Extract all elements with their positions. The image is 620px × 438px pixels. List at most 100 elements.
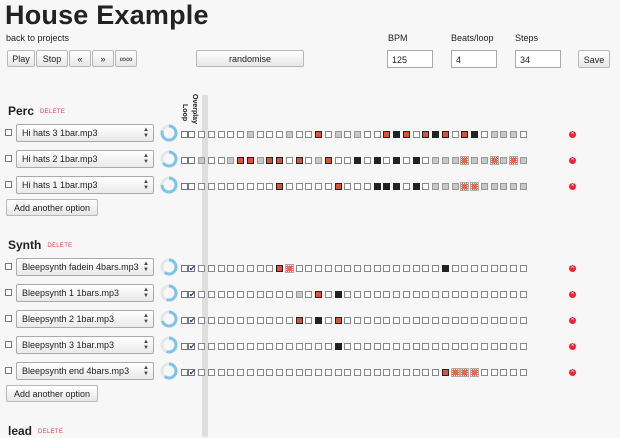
step-cell[interactable] xyxy=(344,343,352,350)
step-cell[interactable] xyxy=(305,369,313,376)
step-cell[interactable] xyxy=(295,265,303,272)
step-cell[interactable] xyxy=(422,265,430,272)
step-cell[interactable] xyxy=(519,343,527,350)
remove-track-icon[interactable]: × xyxy=(569,317,576,324)
step-cell[interactable] xyxy=(363,317,371,324)
step-cell[interactable] xyxy=(334,183,342,190)
step-cell[interactable] xyxy=(237,157,244,164)
step-cell[interactable] xyxy=(393,369,400,376)
rewind-button[interactable]: « xyxy=(69,50,91,67)
step-cell[interactable] xyxy=(500,317,508,324)
step-cell[interactable] xyxy=(402,157,410,164)
step-cell[interactable] xyxy=(344,317,352,324)
step-cell[interactable] xyxy=(266,131,274,138)
step-cell[interactable] xyxy=(412,157,420,164)
step-cell[interactable] xyxy=(461,343,469,350)
step-cell[interactable] xyxy=(237,291,244,298)
step-cell[interactable] xyxy=(207,183,215,190)
step-cell[interactable] xyxy=(363,157,371,164)
step-cell[interactable] xyxy=(276,131,283,138)
step-cell[interactable] xyxy=(393,157,400,164)
track-select-checkbox[interactable] xyxy=(5,315,12,322)
step-cell[interactable] xyxy=(237,317,244,324)
step-cell[interactable] xyxy=(276,317,283,324)
loop-progress-icon[interactable] xyxy=(160,150,178,168)
sample-select[interactable]: Hi hats 3 1bar.mp3▲▼ xyxy=(16,124,154,142)
add-another-option-button[interactable]: Add another option xyxy=(6,199,98,216)
step-cell[interactable] xyxy=(305,183,313,190)
step-cell[interactable] xyxy=(344,183,352,190)
step-cell[interactable] xyxy=(344,291,352,298)
step-cell[interactable] xyxy=(354,183,361,190)
step-cell[interactable] xyxy=(519,131,527,138)
step-cell[interactable] xyxy=(295,131,303,138)
track-select-checkbox[interactable] xyxy=(5,181,12,188)
step-cell[interactable] xyxy=(471,157,478,164)
step-cell[interactable] xyxy=(246,291,254,298)
step-cell[interactable] xyxy=(246,369,254,376)
overplay-checkbox[interactable] xyxy=(188,131,195,138)
step-cell[interactable] xyxy=(324,183,332,190)
step-cell[interactable] xyxy=(510,291,517,298)
remove-track-icon[interactable]: × xyxy=(569,343,576,350)
loop-progress-icon[interactable] xyxy=(160,258,178,276)
step-cell[interactable] xyxy=(510,369,517,376)
step-cell[interactable] xyxy=(285,369,293,376)
step-cell[interactable] xyxy=(383,369,391,376)
step-cell[interactable] xyxy=(344,157,352,164)
step-cell[interactable] xyxy=(363,343,371,350)
step-cell[interactable] xyxy=(256,183,264,190)
step-cell[interactable] xyxy=(373,265,381,272)
step-cell[interactable] xyxy=(354,369,361,376)
step-cell[interactable] xyxy=(373,343,381,350)
loop-checkbox[interactable] xyxy=(181,317,188,324)
track-select-checkbox[interactable] xyxy=(5,289,12,296)
step-cell[interactable] xyxy=(510,131,517,138)
step-cell[interactable] xyxy=(217,157,225,164)
step-cell[interactable] xyxy=(227,291,235,298)
step-cell[interactable] xyxy=(256,131,264,138)
step-cell[interactable] xyxy=(490,343,498,350)
step-cell[interactable] xyxy=(354,265,361,272)
save-button[interactable]: Save xyxy=(578,50,610,68)
step-cell[interactable] xyxy=(383,343,391,350)
step-cell[interactable] xyxy=(500,131,508,138)
step-cell[interactable] xyxy=(441,157,449,164)
step-cell[interactable] xyxy=(305,291,313,298)
overplay-checkbox[interactable]: ✔ xyxy=(188,264,196,273)
step-cell[interactable] xyxy=(383,291,391,298)
randomise-button[interactable]: randomise xyxy=(196,50,304,67)
sample-select[interactable]: Bleepsynth 2 1bar.mp3▲▼ xyxy=(16,310,154,328)
step-cell[interactable] xyxy=(354,157,361,164)
step-cell[interactable] xyxy=(246,265,254,272)
step-cell[interactable] xyxy=(451,291,459,298)
loop-checkbox[interactable] xyxy=(181,183,188,190)
back-to-projects-link[interactable]: back to projects xyxy=(6,33,70,43)
step-cell[interactable] xyxy=(470,182,479,191)
track-select-checkbox[interactable] xyxy=(5,263,12,270)
step-cell[interactable] xyxy=(266,369,274,376)
overplay-checkbox[interactable]: ✔ xyxy=(188,290,196,299)
step-cell[interactable] xyxy=(266,317,274,324)
step-cell[interactable] xyxy=(441,291,449,298)
step-cell[interactable] xyxy=(354,317,361,324)
step-cell[interactable] xyxy=(489,156,499,165)
step-cell[interactable] xyxy=(519,183,527,190)
step-cell[interactable] xyxy=(383,157,391,164)
step-cell[interactable] xyxy=(510,343,517,350)
step-cell[interactable] xyxy=(198,131,205,138)
step-cell[interactable] xyxy=(393,317,400,324)
step-cell[interactable] xyxy=(500,291,508,298)
step-cell[interactable] xyxy=(217,131,225,138)
overplay-checkbox[interactable]: ✔ xyxy=(188,342,196,351)
step-cell[interactable] xyxy=(217,317,225,324)
step-cell[interactable] xyxy=(276,343,283,350)
step-cell[interactable] xyxy=(373,317,381,324)
delete-section-link[interactable]: DELETE xyxy=(40,108,66,115)
forward-button[interactable]: » xyxy=(92,50,114,67)
step-cell[interactable] xyxy=(422,343,430,350)
step-cell[interactable] xyxy=(441,265,449,272)
sample-select[interactable]: Bleepsynth end 4bars.mp3▲▼ xyxy=(16,362,154,380)
step-cell[interactable] xyxy=(480,343,488,350)
step-cell[interactable] xyxy=(490,291,498,298)
